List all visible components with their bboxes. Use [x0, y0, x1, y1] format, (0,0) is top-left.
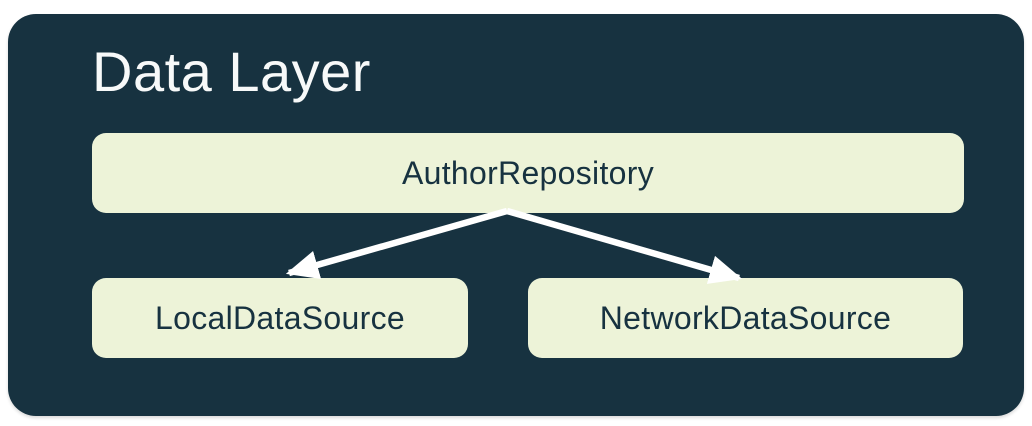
diagram-title: Data Layer — [92, 40, 371, 103]
node-network-data-source-label: NetworkDataSource — [599, 299, 892, 336]
node-author-repository-label: AuthorRepository — [401, 154, 655, 191]
node-author-repository: AuthorRepository — [92, 133, 964, 213]
node-network-data-source: NetworkDataSource — [528, 278, 963, 358]
node-local-data-source: LocalDataSource — [92, 278, 468, 358]
node-local-data-source-label: LocalDataSource — [155, 299, 405, 336]
